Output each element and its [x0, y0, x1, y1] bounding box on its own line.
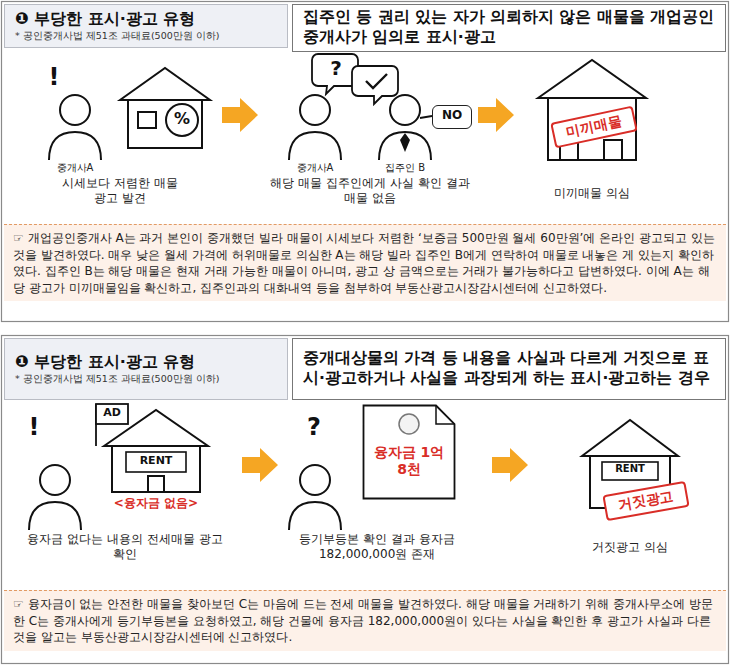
caption-label: 해당 매물 집주인에게 사실 확인 결과 매물 없음	[270, 176, 470, 206]
caption-label: 시세보다 저렴한 매물 광고 발견	[60, 176, 180, 206]
house-icon	[120, 68, 210, 100]
house-icon	[538, 60, 646, 98]
caption-label: !	[24, 412, 44, 442]
caption-label: <융자금 없음>	[81, 496, 231, 511]
caption-label: 중개사A	[40, 162, 110, 175]
house-icon	[120, 68, 210, 148]
flow-arrow	[222, 98, 258, 132]
box-text: 융자금 1억 8천	[368, 444, 450, 478]
caption-label: ?	[320, 56, 352, 81]
label-slot: 미끼매물 의심	[527, 186, 657, 201]
person-figure	[289, 95, 341, 160]
caption-label: AD	[97, 406, 127, 420]
house-icon	[166, 104, 198, 136]
label-slot: !	[44, 62, 64, 92]
house-icon	[538, 60, 646, 160]
caption-label: 등기부등본 확인 결과 융자금 182,000,000원 존재	[272, 532, 482, 562]
type-header: ❶ 부당한 표시·광고 유형* 공인중개사법 제51조 과태료(500만원 이하…	[4, 338, 288, 400]
caption-label: 중개사A	[280, 162, 350, 175]
label-slot: 등기부등본 확인 결과 융자금 182,000,000원 존재	[272, 532, 482, 562]
rule-header: 집주인 등 권리 있는 자가 의뢰하지 않은 매물을 개업공인중개사가 임의로 …	[292, 4, 726, 52]
caption-label: RENT	[603, 463, 657, 476]
box-text: ☞ 개업공인중개사 A는 과거 본인이 중개했던 빌라 매물이 시세보다 저렴한…	[13, 230, 717, 296]
caption-label: RENT	[127, 454, 185, 468]
ad-flag	[96, 404, 128, 424]
box-text: NO	[435, 108, 469, 124]
label-slot: 중개사A	[280, 162, 350, 175]
house-icon	[138, 112, 156, 128]
caption-label: ?	[298, 412, 330, 442]
label-slot: %	[167, 109, 197, 129]
caption-label: 거짓광고 의심	[560, 540, 700, 555]
person-figure	[379, 95, 431, 160]
registry-document: 융자금 1억 8천	[362, 404, 456, 500]
label-slot: !	[24, 412, 44, 442]
person-figure	[289, 465, 341, 530]
label-slot: 중개사A	[40, 162, 110, 175]
label-slot: <융자금 없음>	[81, 496, 231, 511]
label-slot: ?	[320, 56, 352, 81]
seal-icon	[399, 414, 419, 434]
box-text: 중개대상물의 가격 등 내용을 사실과 다르게 거짓으로 표시·광고하거나 사실…	[303, 349, 715, 389]
house-icon	[104, 410, 208, 492]
case-note: ☞ 융자금이 없는 안전한 매물을 찾아보던 C는 마음에 드는 전세 매물을 …	[4, 590, 726, 651]
speech-bubble: NO	[432, 105, 472, 129]
speech-bubble	[312, 54, 432, 118]
label-slot: 집주인 B	[370, 162, 440, 175]
document-fold	[436, 406, 455, 425]
panel-frame	[2, 2, 729, 322]
label-slot: 해당 매물 집주인에게 사실 확인 결과 매물 없음	[270, 176, 470, 206]
box-subtext: * 공인중개사법 제51조 과태료(500만원 이하)	[15, 30, 277, 42]
label-slot: AD	[97, 406, 127, 420]
box-text: 집주인 등 권리 있는 자가 의뢰하지 않은 매물을 개업공인중개사가 임의로 …	[303, 8, 715, 48]
label-slot: ?	[298, 412, 330, 442]
speech-bubble	[420, 116, 432, 118]
person-figure	[29, 465, 81, 530]
type-header: ❶ 부당한 표시·광고 유형* 공인중개사법 제51조 과태료(500만원 이하…	[4, 4, 288, 48]
label-slot: 시세보다 저렴한 매물 광고 발견	[60, 176, 180, 206]
label-slot: RENT	[127, 454, 185, 468]
house-icon	[128, 100, 202, 148]
person-figure	[49, 95, 101, 160]
rule-header: 중개대상물의 가격 등 내용을 사실과 다르게 거짓으로 표시·광고하거나 사실…	[292, 338, 726, 400]
box-subtext: * 공인중개사법 제51조 과태료(500만원 이하)	[15, 373, 277, 385]
speech-bubble	[366, 74, 387, 88]
caption-label: 융자금 없다는 내용의 전세매물 광고 확인	[20, 532, 230, 562]
label-slot: RENT	[603, 463, 657, 476]
speech-bubble	[352, 66, 398, 104]
house-icon	[112, 446, 200, 492]
box-text: ❶ 부당한 표시·광고 유형	[15, 352, 277, 373]
label-slot: 융자금 없다는 내용의 전세매물 광고 확인	[20, 532, 230, 562]
caption-label: !	[44, 62, 64, 92]
label-slot: 거짓광고 의심	[560, 540, 700, 555]
box-text: ❶ 부당한 표시·광고 유형	[15, 9, 277, 30]
box-text: ☞ 융자금이 없는 안전한 매물을 찾아보던 C는 마음에 드는 전세 매물을 …	[13, 596, 717, 646]
house-icon	[582, 420, 678, 456]
panel-frame	[2, 336, 729, 664]
house-icon	[604, 140, 622, 160]
document-outline	[364, 406, 455, 499]
caption-label: 집주인 B	[370, 162, 440, 175]
caption-label: %	[167, 109, 197, 129]
house-icon	[148, 476, 164, 492]
house-icon	[602, 462, 658, 480]
flow-arrow	[242, 448, 278, 482]
house-icon	[126, 452, 186, 472]
case-note: ☞ 개업공인중개사 A는 과거 본인이 중개했던 빌라 매물이 시세보다 저렴한…	[4, 224, 726, 301]
flow-arrow	[492, 448, 528, 482]
person-figure	[400, 133, 410, 152]
caption-label: 미끼매물 의심	[527, 186, 657, 201]
flow-arrow	[478, 98, 514, 132]
